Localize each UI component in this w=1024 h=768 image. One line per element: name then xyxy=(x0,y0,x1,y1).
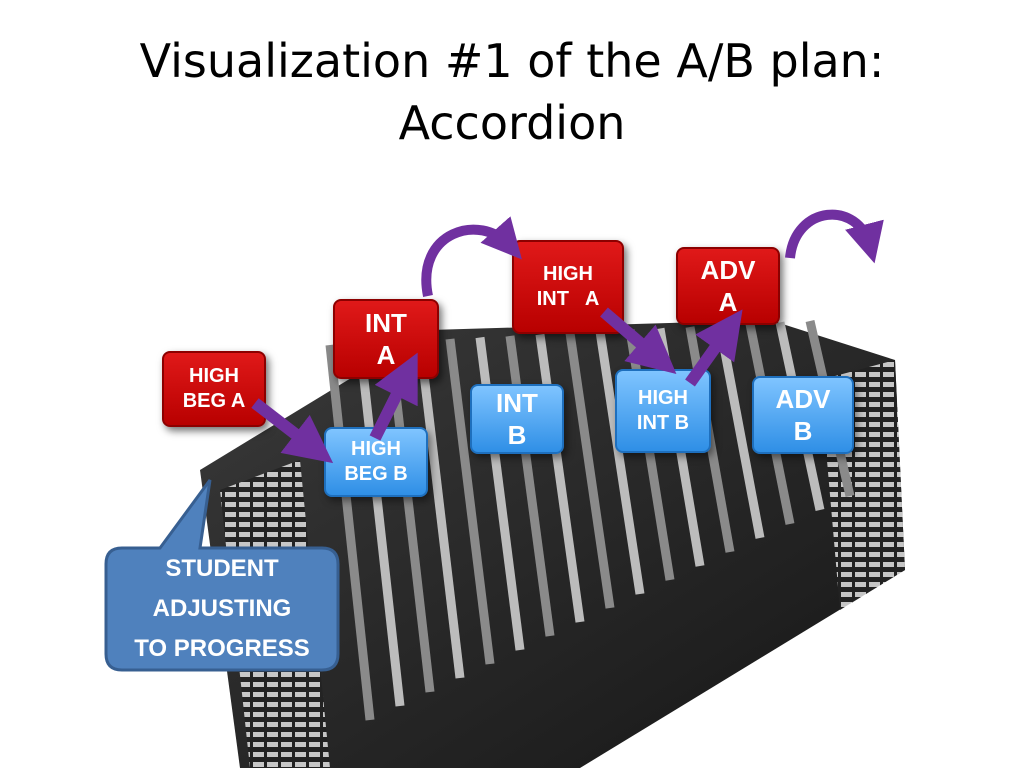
slide-title: Visualization #1 of the A/B plan: Accord… xyxy=(0,30,1024,154)
level-box-line: INT B xyxy=(636,412,690,434)
level-box-line: HIGH xyxy=(638,387,688,409)
accordion-pleat xyxy=(535,333,585,623)
callout-line: ADJUSTING xyxy=(152,595,292,622)
level-box-line: INT xyxy=(496,387,538,418)
level-box-line: A xyxy=(718,287,738,317)
level-box-adv-a: ADV A xyxy=(676,247,780,325)
level-box-int-b: INT B xyxy=(470,384,564,454)
accordion-pleat xyxy=(595,330,645,595)
slide-title-line1: Visualization #1 of the A/B plan: xyxy=(139,34,885,88)
level-box-line: HIGH xyxy=(543,263,593,285)
level-box-line: INT xyxy=(365,307,407,338)
accordion-pleat xyxy=(355,343,405,707)
level-box-line: INT A xyxy=(536,288,600,310)
level-box-high-int-b: HIGH INT B xyxy=(615,369,711,453)
level-box-line: BEG B xyxy=(344,463,408,485)
level-box-adv-b: ADV B xyxy=(752,376,854,454)
level-box-line: HIGH xyxy=(351,438,401,460)
level-box-line: HIGH xyxy=(189,365,239,387)
accordion-pleat xyxy=(445,338,495,665)
callout-line: STUDENT xyxy=(165,555,279,582)
level-box-line: B xyxy=(507,420,527,450)
level-box-high-beg-b: HIGH BEG B xyxy=(324,427,428,497)
accordion-pleats xyxy=(325,319,855,721)
level-box-line: BEG A xyxy=(182,390,246,412)
level-box-high-beg-a: HIGH BEG A xyxy=(162,351,266,427)
callout-line: TO PROGRESS xyxy=(134,635,310,662)
level-box-line: B xyxy=(793,416,813,446)
callout-text: STUDENT ADJUSTING TO PROGRESS xyxy=(106,550,338,668)
accordion-pleat xyxy=(415,339,465,679)
level-box-line: A xyxy=(376,340,396,370)
accordion-pleat xyxy=(325,344,375,721)
level-box-line: ADV xyxy=(700,254,756,285)
level-box-high-int-a: HIGH INT A xyxy=(512,240,624,334)
level-box-line: ADV xyxy=(775,383,831,414)
slide-title-line2: Accordion xyxy=(398,96,626,150)
accordion-pleat xyxy=(565,332,615,609)
level-box-int-a: INT A xyxy=(333,299,439,379)
